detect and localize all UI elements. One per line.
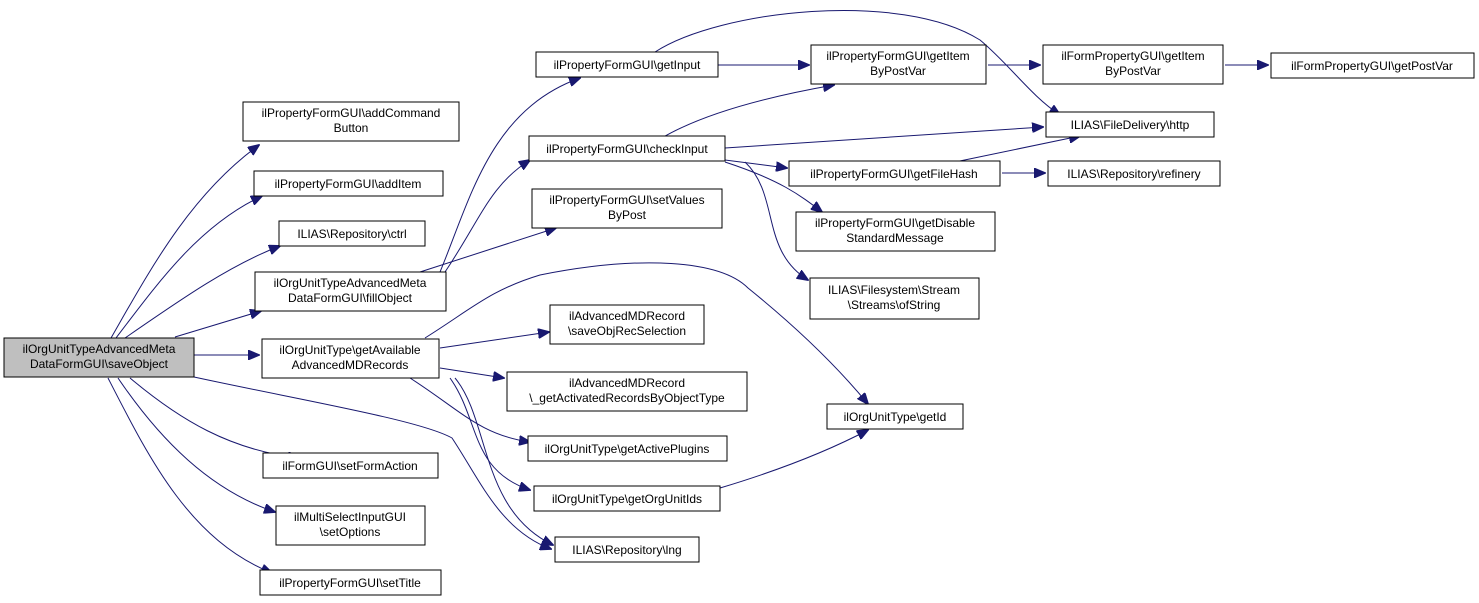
node-get-input[interactable]: ilPropertyFormGUI\getInput: [535, 51, 719, 78]
node-set-form-action[interactable]: ilFormGUI\setFormAction: [262, 452, 439, 479]
edge-root-to-fill-object: [174, 311, 261, 338]
node-add-command-button[interactable]: ilPropertyFormGUI\addCommand Button: [242, 101, 460, 142]
node-streams-of-string[interactable]: ILIAS\Filesystem\Stream \Streams\ofStrin…: [809, 277, 980, 320]
node-get-activated-records-line-1: ilAdvancedMDRecord: [569, 376, 685, 390]
node-save-obj-rec-selection[interactable]: ilAdvancedMDRecord \saveObjRecSelection: [549, 304, 705, 345]
edge-fill-object-to-check-input: [444, 160, 530, 273]
edge-file-hash-to-http: [954, 136, 1080, 163]
edge-fill-object-to-set-values: [419, 228, 556, 273]
node-root-line-2: DataFormGUI\saveObject: [30, 357, 169, 371]
node-form-get-item-by-post-var-line-1: ilFormPropertyGUI\getItem: [1061, 49, 1204, 63]
node-get-active-plugins-line-1: ilOrgUnitType\getActivePlugins: [545, 442, 710, 456]
node-set-options-line-1: ilMultiSelectInputGUI: [294, 510, 406, 524]
node-fill-object[interactable]: ilOrgUnitTypeAdvancedMeta DataFormGUI\fi…: [254, 271, 447, 312]
node-get-org-unit-ids-line-1: ilOrgUnitType\getOrgUnitIds: [552, 492, 702, 506]
node-form-get-item-by-post-var[interactable]: ilFormPropertyGUI\getItem ByPostVar: [1042, 44, 1224, 85]
edge-get-input-to-http: [654, 9, 1060, 115]
edge-records-to-save-obj-rec: [439, 332, 549, 349]
node-get-org-unit-ids[interactable]: ilOrgUnitType\getOrgUnitIds: [533, 485, 721, 512]
node-get-id-line-1: ilOrgUnitType\getId: [844, 410, 947, 424]
edge-root-to-ctrl: [124, 246, 280, 339]
node-set-title-line-1: ilPropertyFormGUI\setTitle: [279, 576, 421, 590]
node-get-activated-records-line-2: \_getActivatedRecordsByObjectType: [529, 391, 725, 405]
node-check-input[interactable]: ilPropertyFormGUI\checkInput: [528, 135, 726, 162]
edge-check-input-to-get-item: [659, 85, 834, 140]
node-get-item-by-post-var[interactable]: ilPropertyFormGUI\getItem ByPostVar: [810, 44, 987, 85]
edge-check-input-to-http: [724, 127, 1043, 149]
node-refinery[interactable]: ILIAS\Repository\refinery: [1047, 160, 1221, 187]
node-fill-object-line-2: DataFormGUI\fillObject: [288, 291, 413, 305]
node-get-disable-standard-message[interactable]: ilPropertyFormGUI\getDisable StandardMes…: [795, 211, 996, 252]
edge-org-unit-ids-to-get-id: [719, 430, 868, 489]
node-refinery-line-1: ILIAS\Repository\refinery: [1067, 167, 1200, 181]
node-set-options[interactable]: ilMultiSelectInputGUI \setOptions: [275, 505, 426, 546]
node-fill-object-line-1: ilOrgUnitTypeAdvancedMeta: [274, 276, 427, 290]
edge-records-to-org-unit-ids: [449, 377, 530, 490]
node-add-item-line-1: ilPropertyFormGUI\addItem: [275, 177, 422, 191]
node-streams-of-string-line-1: ILIAS\Filesystem\Stream: [828, 283, 960, 297]
node-root[interactable]: ilOrgUnitTypeAdvancedMeta DataFormGUI\sa…: [3, 337, 195, 378]
node-save-obj-rec-selection-line-2: \saveObjRecSelection: [568, 324, 686, 338]
edge-root-to-set-form-action: [129, 377, 299, 458]
node-set-title[interactable]: ilPropertyFormGUI\setTitle: [259, 569, 442, 596]
node-streams-of-string-line-2: \Streams\ofString: [848, 298, 941, 312]
node-lng[interactable]: ILIAS\Repository\lng: [554, 536, 700, 563]
node-set-options-line-2: \setOptions: [320, 525, 381, 539]
node-ctrl[interactable]: ILIAS\Repository\ctrl: [278, 220, 426, 247]
node-add-command-button-line-2: Button: [334, 121, 369, 135]
edge-root-to-add-command-button: [110, 145, 259, 339]
edge-records-to-lng: [454, 377, 553, 545]
node-get-available-records-line-1: ilOrgUnitType\getAvailable: [279, 343, 421, 357]
edge-root-to-add-item: [115, 196, 262, 339]
node-get-disable-standard-message-line-2: StandardMessage: [846, 231, 944, 245]
edges: [107, 9, 1268, 573]
node-get-activated-records[interactable]: ilAdvancedMDRecord \_getActivatedRecords…: [506, 371, 748, 412]
node-file-delivery-http-line-1: ILIAS\FileDelivery\http: [1071, 118, 1190, 132]
node-get-item-by-post-var-line-1: ilPropertyFormGUI\getItem: [826, 49, 969, 63]
node-file-delivery-http[interactable]: ILIAS\FileDelivery\http: [1045, 111, 1215, 138]
edge-records-to-get-id: [424, 262, 868, 404]
node-set-values-by-post-line-1: ilPropertyFormGUI\setValues: [549, 193, 704, 207]
node-form-get-post-var[interactable]: ilFormPropertyGUI\getPostVar: [1270, 52, 1475, 79]
nodes: ilOrgUnitTypeAdvancedMeta DataFormGUI\sa…: [3, 44, 1475, 596]
node-add-command-button-line-1: ilPropertyFormGUI\addCommand: [262, 106, 441, 120]
edge-root-to-set-title: [107, 377, 272, 573]
node-get-active-plugins[interactable]: ilOrgUnitType\getActivePlugins: [527, 435, 728, 462]
node-add-item[interactable]: ilPropertyFormGUI\addItem: [253, 170, 444, 197]
node-form-get-item-by-post-var-line-2: ByPostVar: [1105, 64, 1161, 78]
node-root-line-1: ilOrgUnitTypeAdvancedMeta: [23, 342, 176, 356]
node-get-available-records-line-2: AdvancedMDRecords: [292, 358, 409, 372]
node-get-item-by-post-var-line-2: ByPostVar: [870, 64, 926, 78]
node-get-input-line-1: ilPropertyFormGUI\getInput: [554, 58, 701, 72]
node-ctrl-line-1: ILIAS\Repository\ctrl: [297, 227, 406, 241]
node-set-values-by-post-line-2: ByPost: [608, 208, 647, 222]
edge-records-to-activated-records: [439, 367, 504, 378]
node-lng-line-1: ILIAS\Repository\lng: [572, 543, 681, 557]
edge-check-input-to-streams: [744, 161, 808, 280]
node-set-form-action-line-1: ilFormGUI\setFormAction: [282, 459, 417, 473]
edge-check-input-to-disable-message: [724, 161, 822, 212]
node-save-obj-rec-selection-line-1: ilAdvancedMDRecord: [569, 309, 685, 323]
node-set-values-by-post[interactable]: ilPropertyFormGUI\setValues ByPost: [531, 188, 723, 229]
node-check-input-line-1: ilPropertyFormGUI\checkInput: [546, 142, 708, 156]
node-form-get-post-var-line-1: ilFormPropertyGUI\getPostVar: [1291, 59, 1453, 73]
node-get-available-records[interactable]: ilOrgUnitType\getAvailable AdvancedMDRec…: [261, 338, 440, 379]
edge-check-input-to-file-hash: [724, 159, 787, 168]
node-get-file-hash[interactable]: ilPropertyFormGUI\getFileHash: [788, 160, 1001, 187]
edge-root-to-set-options: [117, 377, 275, 512]
node-get-disable-standard-message-line-1: ilPropertyFormGUI\getDisable: [815, 216, 975, 230]
edge-root-to-lng: [193, 376, 551, 549]
edge-fill-object-to-get-input: [439, 78, 580, 273]
node-get-file-hash-line-1: ilPropertyFormGUI\getFileHash: [810, 167, 977, 181]
node-get-id[interactable]: ilOrgUnitType\getId: [826, 403, 964, 430]
